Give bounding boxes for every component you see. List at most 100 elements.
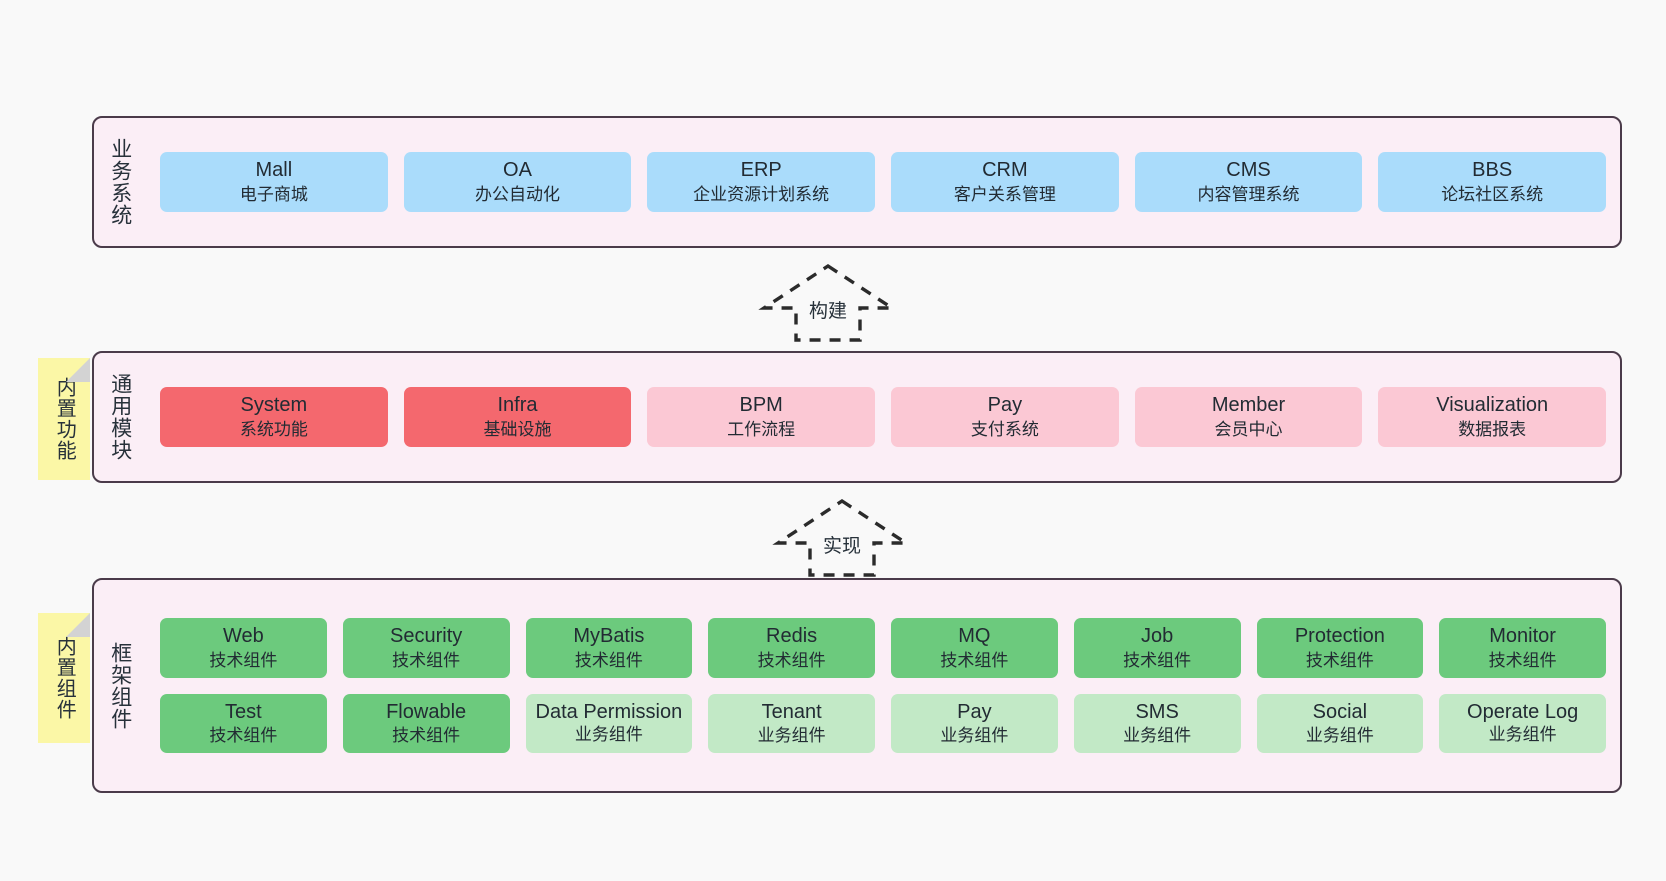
box-subtitle: 业务组件 <box>1305 726 1374 746</box>
box-subtitle: 支付系统 <box>970 419 1039 439</box>
box-title: Job <box>1141 625 1174 648</box>
box-subtitle: 工作流程 <box>727 419 796 439</box>
box-title: Redis <box>766 625 818 648</box>
box-title: System <box>240 394 308 417</box>
box-subtitle: 业务组件 <box>757 726 826 746</box>
box-subtitle: 内容管理系统 <box>1197 184 1300 204</box>
box-title: Protection <box>1294 625 1385 648</box>
box-subtitle: 办公自动化 <box>475 184 560 204</box>
box-subtitle: 企业资源计划系统 <box>693 184 830 204</box>
box-title: MyBatis <box>573 625 645 648</box>
box-title: BBS <box>1472 159 1513 182</box>
box-title: Pay <box>957 700 992 723</box>
box-subtitle: 数据报表 <box>1458 419 1527 439</box>
box-title: Tenant <box>761 700 822 723</box>
box-subtitle: 技术组件 <box>574 650 643 670</box>
box-subtitle: 技术组件 <box>209 650 278 670</box>
build-arrow: 构建 <box>758 262 898 342</box>
builtin-components-tag: 内置组件 <box>38 613 90 743</box>
build-arrow-shape <box>758 263 898 342</box>
box-title: BPM <box>739 394 783 417</box>
box-subtitle: 电子商城 <box>239 184 308 204</box>
box-title: Pay <box>987 394 1023 417</box>
framework-component-box[interactable]: Tenant 业务组件 <box>708 693 875 753</box>
box-subtitle: 基础设施 <box>483 419 552 439</box>
framework-component-box[interactable]: Pay 业务组件 <box>891 693 1058 753</box>
build-arrow-label: 构建 <box>808 301 848 322</box>
box-title: Web <box>222 625 264 648</box>
business-systems-label: 业务系统 <box>108 138 132 226</box>
builtin-features-tag: 内置功能 <box>38 358 90 480</box>
box-title: Member <box>1211 394 1286 417</box>
box-title: Flowable <box>386 700 467 723</box>
box-subtitle: 技术组件 <box>1305 650 1374 670</box>
box-title: Data Permission <box>535 700 683 723</box>
box-title: CRM <box>982 159 1028 182</box>
box-subtitle: 技术组件 <box>757 650 826 670</box>
box-title: Social <box>1312 700 1368 723</box>
box-subtitle: 业务组件 <box>940 726 1009 746</box>
box-subtitle: 技术组件 <box>1123 650 1192 670</box>
box-subtitle: 技术组件 <box>1488 650 1557 670</box>
box-title: OA <box>503 159 532 182</box>
box-title: CMS <box>1226 159 1271 182</box>
box-subtitle: 业务组件 <box>574 725 643 745</box>
box-subtitle: 技术组件 <box>209 726 278 746</box>
box-title: ERP <box>740 159 782 182</box>
box-subtitle: 会员中心 <box>1214 419 1283 439</box>
framework-component-box[interactable]: Flowable 技术组件 <box>342 693 510 753</box>
box-title: Mall <box>255 159 293 182</box>
box-subtitle: 技术组件 <box>392 650 461 670</box>
implement-arrow-label: 实现 <box>822 536 862 557</box>
box-subtitle: 客户关系管理 <box>953 184 1056 204</box>
implement-arrow: 实现 <box>772 497 912 577</box>
box-title: MQ <box>958 625 991 648</box>
box-subtitle: 业务组件 <box>1123 726 1192 746</box>
box-subtitle: 技术组件 <box>392 726 461 746</box>
framework-component-box[interactable]: SMS 业务组件 <box>1073 693 1241 753</box>
box-title: Security <box>390 625 463 648</box>
implement-arrow-shape <box>772 498 912 577</box>
box-title: Operate Log <box>1467 700 1579 723</box>
framework-component-box[interactable]: Social 业务组件 <box>1256 693 1424 753</box>
box-title: Infra <box>497 394 538 417</box>
box-subtitle: 业务组件 <box>1488 725 1557 745</box>
box-title: Visualization <box>1436 394 1549 417</box>
framework-components-label: 框架组件 <box>108 641 132 730</box>
box-title: SMS <box>1135 700 1179 723</box>
